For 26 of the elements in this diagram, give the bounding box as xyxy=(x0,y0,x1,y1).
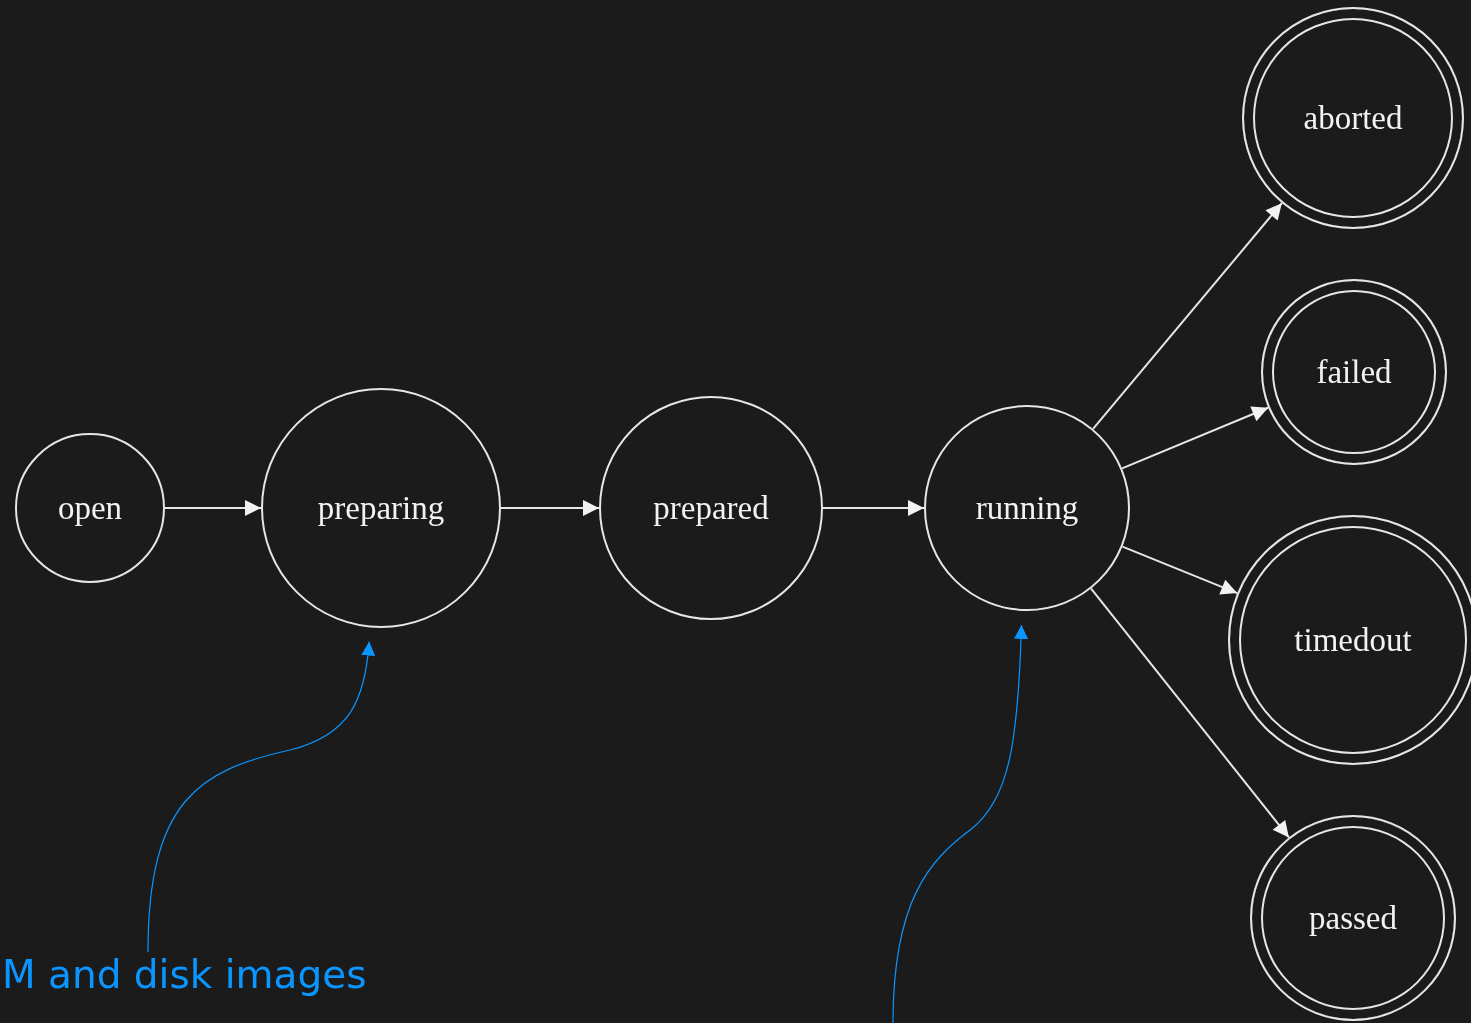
arrow xyxy=(164,500,262,516)
arrow xyxy=(822,500,925,516)
leader-line xyxy=(147,641,375,953)
arrow xyxy=(1092,202,1283,430)
arrow xyxy=(1121,545,1239,595)
final-state-circle xyxy=(1250,815,1456,1021)
state-circle xyxy=(924,405,1130,611)
state-label: aborted xyxy=(1303,99,1403,137)
leader-line xyxy=(892,624,1028,1023)
state-label: open xyxy=(57,489,123,527)
state-label: passed xyxy=(1309,899,1397,937)
state-label: preparing xyxy=(317,489,445,527)
state-circle xyxy=(15,433,165,583)
state-label: failed xyxy=(1316,353,1392,391)
state-circle xyxy=(261,388,501,628)
final-state-circle xyxy=(1242,7,1464,229)
arrow xyxy=(1090,587,1290,839)
state-label: timedout xyxy=(1294,621,1412,659)
state-label: running xyxy=(975,489,1079,527)
arrow xyxy=(1121,406,1270,470)
final-state-circle xyxy=(1261,279,1447,465)
state-label: prepared xyxy=(653,489,769,527)
annotation-text: M and disk images xyxy=(2,952,367,997)
state-circle xyxy=(599,396,823,620)
arrow xyxy=(500,500,600,516)
final-state-circle xyxy=(1228,515,1471,765)
